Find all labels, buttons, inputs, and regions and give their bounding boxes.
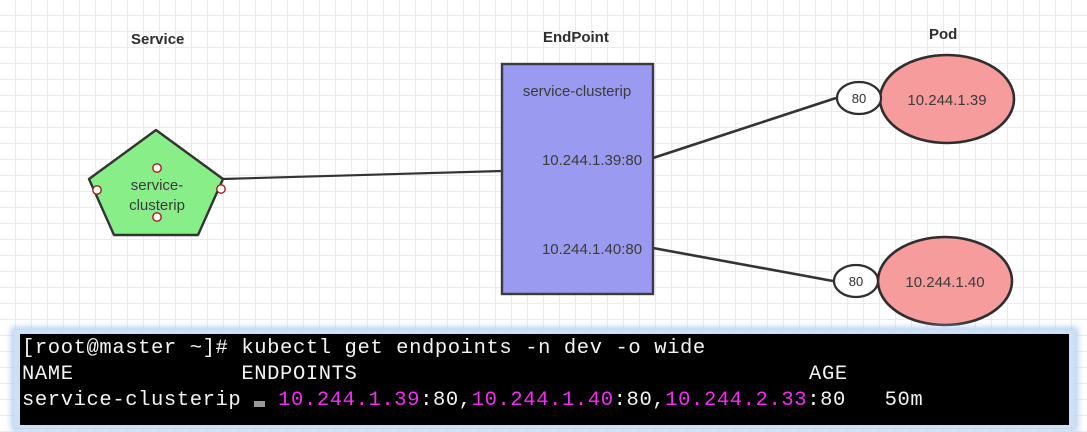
service-node-label-line1: service- [131,177,184,194]
terminal-command: kubectl get endpoints -n dev -o wide [241,337,706,360]
pentagon-shape [87,128,225,237]
pod-port-badge-label-1: 80 [852,91,866,106]
endpoint-box-shape [500,62,655,296]
terminal-header-endpoints: ENDPOINTS [241,363,358,386]
node-endpoint-box[interactable]: service-clusterip 10.244.1.39:80 10.244.… [500,62,655,296]
endpoint-entry-2: 10.244.1.40:80 [542,241,642,258]
terminal-line-row: service-clusterip 10.244.1.39:80,10.244.… [22,388,1069,414]
swimlane-title-endpoint: EndPoint [543,29,609,46]
terminal-ep-port-3: :80 [807,389,846,412]
connection-handle-right[interactable] [216,184,226,194]
endpoint-entry-1: 10.244.1.39:80 [542,152,642,169]
terminal-header-name: NAME [22,363,74,386]
pod-port-badge-2[interactable] [832,263,880,299]
pad-1 [74,363,242,386]
terminal-ep-ip-3: 10.244.2.33 [665,389,808,412]
edge-endpoint-to-pod-2 [652,246,834,283]
edge-group [221,96,837,283]
terminal-prompt: [root@master ~]# [22,337,242,360]
pod-label-2: 10.244.1.40 [905,274,984,291]
terminal-cursor [241,389,278,412]
terminal-ep-port-2: :80, [613,389,666,412]
terminal-header-age: AGE [809,363,848,386]
pad-2 [357,363,809,386]
pod-label-1: 10.244.1.39 [907,92,986,109]
terminal-ep-ip-1: 10.244.1.39 [278,389,421,412]
swimlane-title-service: Service [131,31,185,48]
node-pod-2[interactable]: 10.244.1.40 80 [832,235,1014,327]
node-service-clusterip[interactable]: service- clusterip [87,128,226,237]
terminal-line-command: [root@master ~]# kubectl get endpoints -… [22,336,1069,362]
terminal-output: [root@master ~]# kubectl get endpoints -… [20,334,1069,414]
edge-service-to-endpoint [221,169,503,181]
pod-port-badge-label-2: 80 [849,274,863,289]
connection-handle-left[interactable] [92,185,102,195]
terminal-row-age: 50m [884,389,924,412]
node-pod-1[interactable]: 10.244.1.39 80 [835,53,1016,145]
connection-handle-bottom[interactable] [152,212,162,222]
terminal-row-name: service-clusterip [22,389,242,412]
endpoint-box-title: service-clusterip [523,83,631,100]
terminal-line-header: NAME ENDPOINTS AGE [22,362,1069,388]
terminal-ep-ip-2: 10.244.1.40 [471,389,614,412]
connection-handle-top[interactable] [152,163,162,173]
terminal-window[interactable]: [root@master ~]# kubectl get endpoints -… [14,330,1075,428]
pad-3 [846,389,885,412]
terminal-ep-port-1: :80, [420,389,472,412]
service-node-label-line2: clusterip [129,197,185,214]
terminal-screen[interactable]: [root@master ~]# kubectl get endpoints -… [20,334,1069,425]
pod-port-badge-1[interactable] [835,80,883,116]
edge-endpoint-to-pod-1 [652,96,837,160]
swimlane-title-pod: Pod [929,26,958,43]
